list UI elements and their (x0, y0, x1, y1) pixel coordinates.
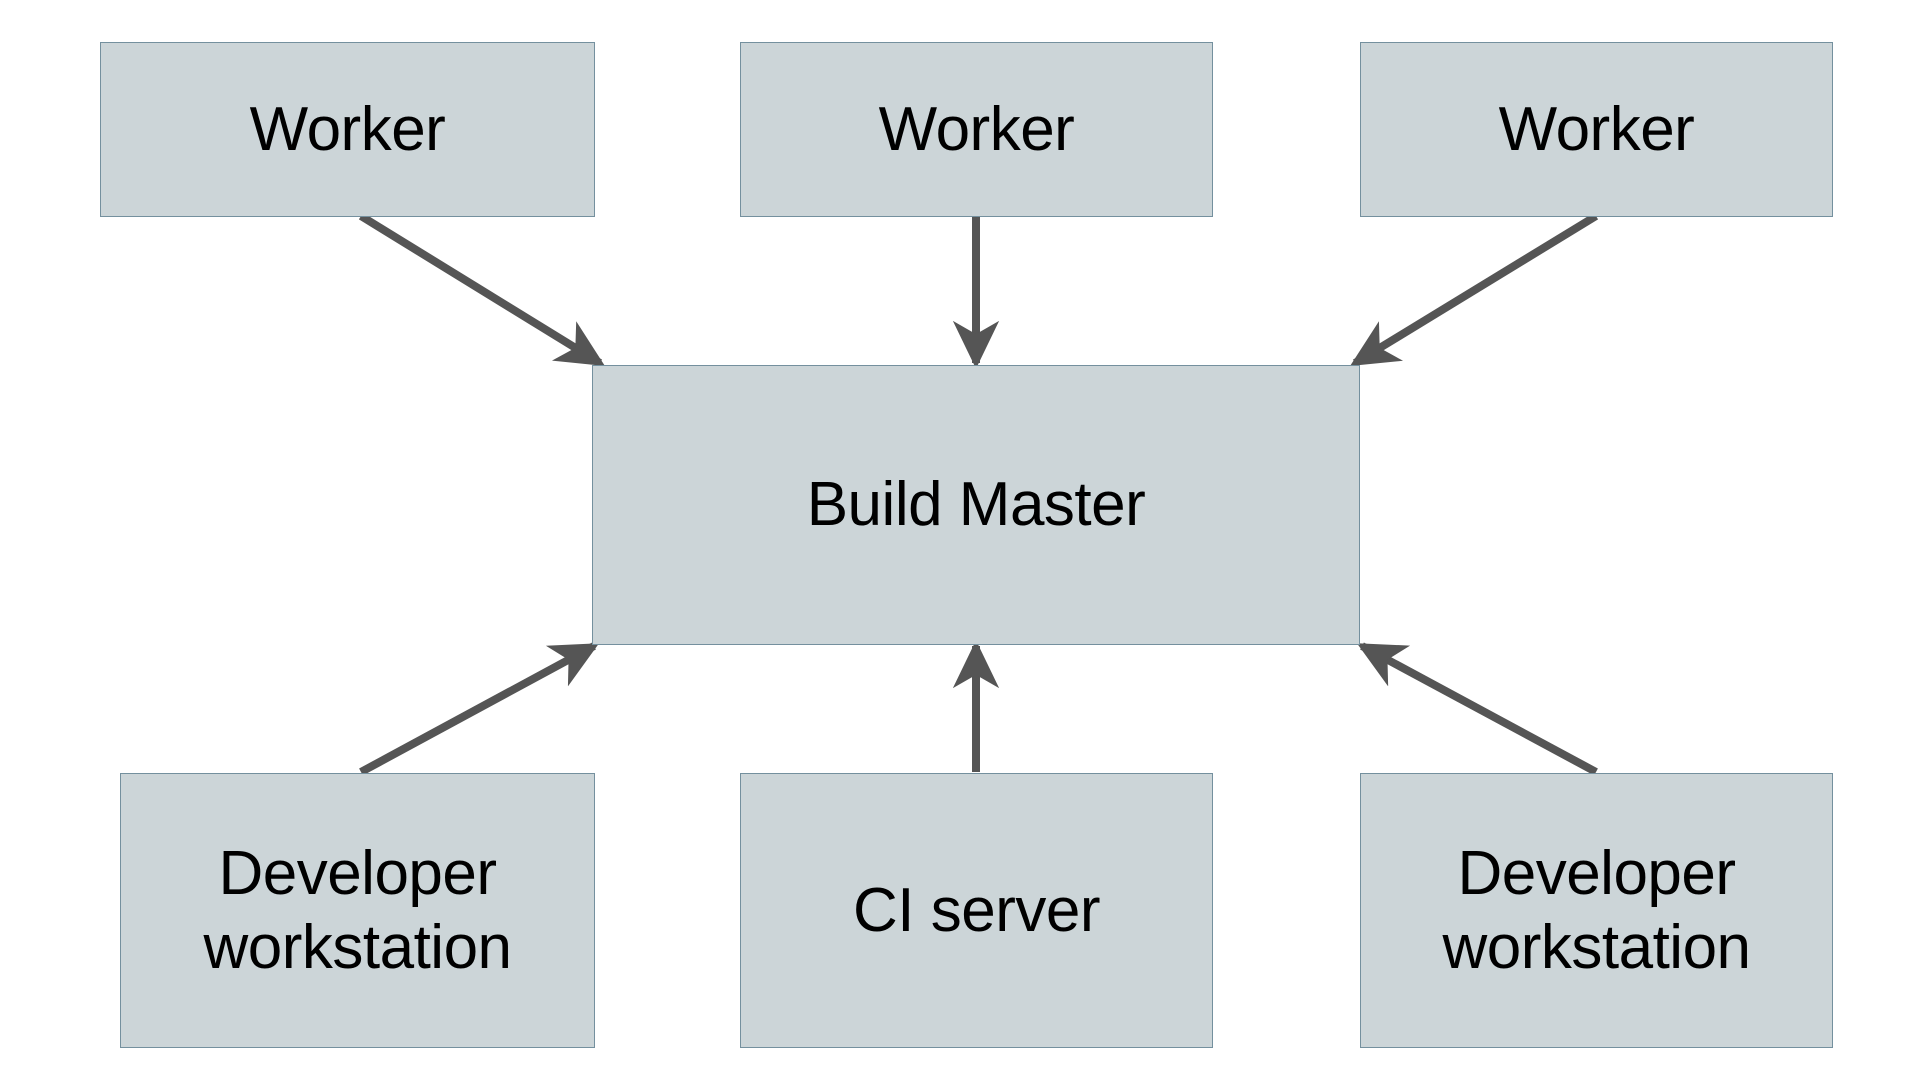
edge-worker-1-to-build-master (358, 212, 605, 367)
node-worker-1[interactable]: Worker (100, 42, 595, 217)
node-build-master-label: Build Master (806, 470, 1146, 540)
node-developer-workstation-2-label: Developer workstation (1442, 839, 1751, 982)
node-developer-workstation-1[interactable]: Developer workstation (120, 773, 595, 1048)
node-worker-3[interactable]: Worker (1360, 42, 1833, 217)
node-worker-2[interactable]: Worker (740, 42, 1213, 217)
node-ci-server[interactable]: CI server (740, 773, 1213, 1048)
edge-worker-3-to-build-master (1350, 212, 1599, 367)
node-developer-workstation-2[interactable]: Developer workstation (1360, 773, 1833, 1048)
node-developer-workstation-1-label: Developer workstation (203, 839, 512, 982)
node-worker-1-label: Worker (249, 94, 446, 164)
edge-developer-workstation-2-to-build-master (1356, 642, 1598, 776)
edge-developer-workstation-1-to-build-master (359, 642, 600, 776)
node-worker-2-label: Worker (878, 94, 1075, 164)
node-ci-server-label: CI server (853, 875, 1100, 945)
node-worker-3-label: Worker (1498, 94, 1695, 164)
node-build-master[interactable]: Build Master (592, 365, 1360, 645)
